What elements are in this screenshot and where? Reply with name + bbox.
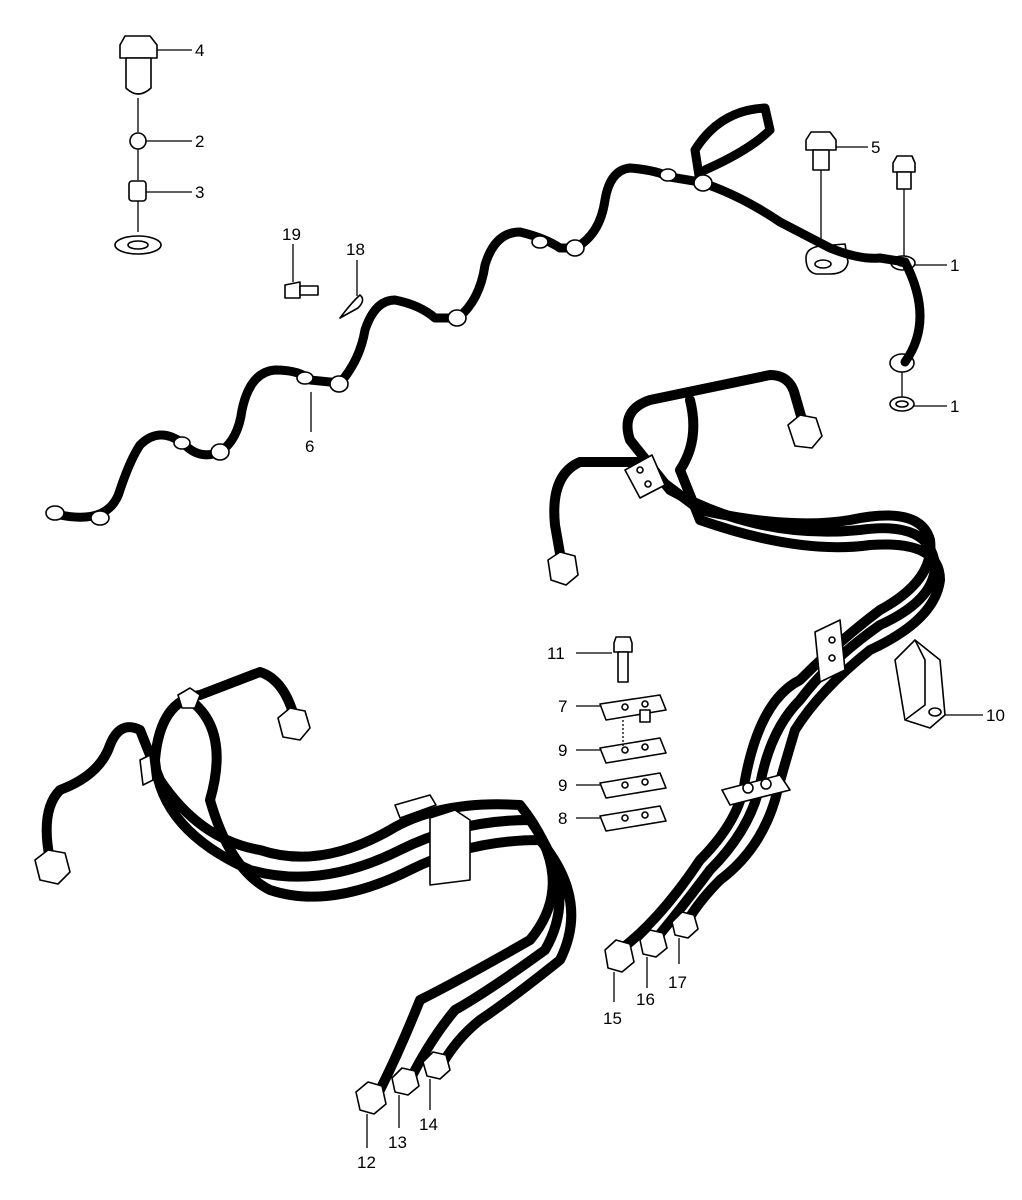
leak-off-return-line (45, 103, 925, 526)
callout-18: 18 (346, 240, 365, 296)
callout-9-upper-label: 9 (558, 741, 567, 760)
callout-6: 6 (305, 392, 314, 456)
callout-17-label: 17 (668, 973, 687, 992)
callout-3: 3 (146, 183, 204, 202)
callout-1-lower-label: 1 (950, 397, 959, 416)
injection-lines-left-set (34, 667, 577, 1115)
callout-19: 19 (282, 225, 301, 282)
callout-11: 11 (547, 644, 612, 663)
callout-10-label: 10 (986, 706, 1005, 725)
callout-9-lower-label: 9 (558, 776, 567, 795)
callout-12-label: 12 (357, 1153, 376, 1172)
bracket-10 (894, 639, 946, 729)
callout-13-label: 13 (388, 1133, 407, 1152)
callout-17: 17 (668, 938, 687, 992)
callout-1-upper: 1 (915, 256, 959, 275)
callout-5: 5 (836, 138, 880, 157)
callout-12: 12 (357, 1114, 376, 1172)
callout-9-upper: 9 (558, 741, 600, 760)
callout-8-label: 8 (558, 809, 567, 828)
callout-14: 14 (419, 1079, 438, 1134)
callout-15-label: 15 (603, 1009, 622, 1028)
callout-1-lower: 1 (914, 397, 959, 416)
callout-14-label: 14 (419, 1115, 438, 1134)
injection-lines-right-set (547, 370, 945, 973)
callout-10: 10 (945, 706, 1005, 725)
callout-3-label: 3 (195, 183, 204, 202)
callouts: 4 2 3 5 1 1 19 18 (146, 41, 1005, 1172)
callout-6-label: 6 (305, 437, 314, 456)
callout-18-label: 18 (346, 240, 365, 259)
callout-2: 2 (146, 132, 204, 151)
callout-5-label: 5 (871, 138, 880, 157)
callout-7-label: 7 (558, 697, 567, 716)
callout-8: 8 (558, 809, 600, 828)
callout-13: 13 (388, 1095, 407, 1152)
callout-16: 16 (636, 957, 655, 1009)
callout-7: 7 (558, 697, 600, 716)
callout-11-label: 11 (547, 644, 565, 663)
clamp-stack (599, 636, 667, 832)
callout-4-label: 4 (195, 41, 204, 60)
callout-19-label: 19 (282, 225, 301, 244)
callout-9-lower: 9 (558, 776, 600, 795)
callout-1-upper-label: 1 (950, 256, 959, 275)
banjo-bolt-assembly (114, 35, 162, 255)
callout-4: 4 (157, 41, 204, 60)
callout-2-label: 2 (195, 132, 204, 151)
callout-16-label: 16 (636, 990, 655, 1009)
callout-15: 15 (603, 972, 622, 1028)
